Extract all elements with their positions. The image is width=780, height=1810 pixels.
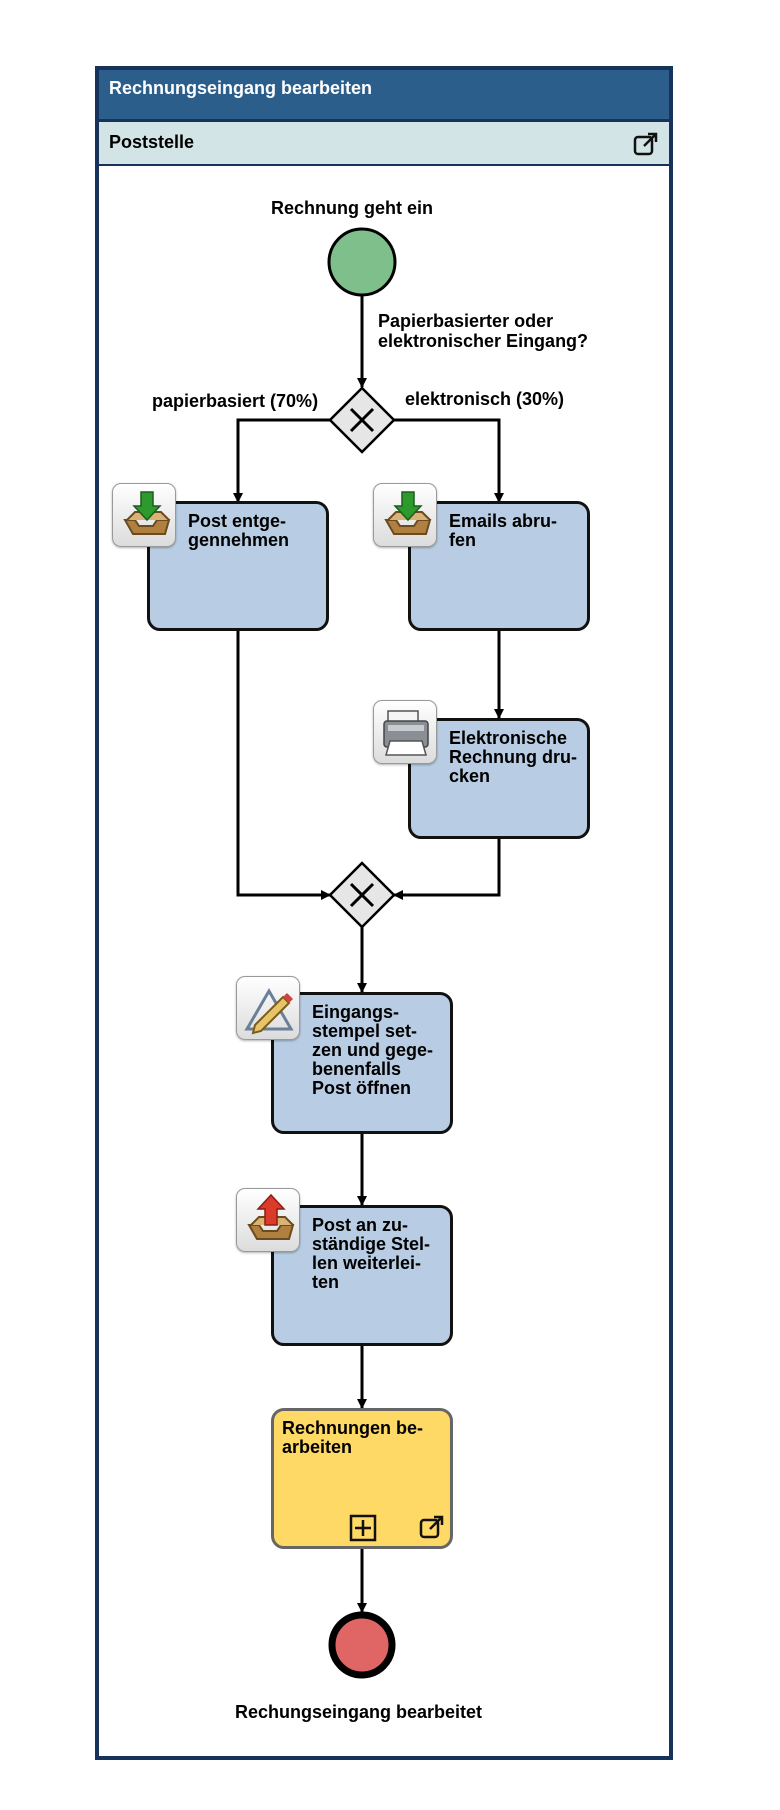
external-link-icon[interactable] (631, 129, 661, 159)
start-event[interactable] (327, 227, 397, 297)
inbox-upload-icon (236, 1188, 300, 1252)
flow-gateway-to-post (233, 418, 330, 503)
task-label: Emails abru- fen (449, 511, 558, 550)
task-post-weiterleiten[interactable]: Post an zu- ständige Stel- len weiterlei… (271, 1205, 453, 1346)
inbox-download-icon (373, 483, 437, 547)
end-event-label: Rechungseingang bearbeitet (235, 1702, 483, 1722)
pen-drawing-icon (236, 976, 300, 1040)
subprocess-rechnungen-bearbeiten[interactable]: Rechnungen be- arbeiten (271, 1408, 453, 1549)
expand-plus-icon[interactable] (349, 1514, 377, 1542)
task-emails-abrufen[interactable]: Emails abru- fen (408, 501, 590, 631)
task-label: Post an zu- ständige Stel- len weiterlei… (312, 1215, 431, 1292)
start-event-label: Rechnung geht ein (271, 198, 433, 218)
flow-gateway-to-emails (394, 418, 504, 503)
printer-icon (373, 700, 437, 764)
lane-title: Poststelle (109, 132, 195, 152)
gateway-question-label: Papierbasierter oder elektronischer Eing… (378, 311, 589, 351)
flow-post-to-merge (236, 630, 331, 900)
exclusive-gateway-merge[interactable] (328, 861, 396, 929)
task-label: Elektronische Rechnung dru- cken (449, 728, 577, 786)
exclusive-gateway-split[interactable] (328, 386, 396, 454)
task-label: Eingangs- stempel set- zen und gege- ben… (312, 1002, 433, 1098)
external-link-icon[interactable] (417, 1512, 447, 1542)
task-eingangsstempel[interactable]: Eingangs- stempel set- zen und gege- ben… (271, 992, 453, 1134)
end-event[interactable] (328, 1611, 396, 1679)
task-label: Post entge- gennehmen (188, 511, 290, 550)
branch-label-paper: papierbasiert (70%) (152, 391, 319, 411)
lane-header: Poststelle (99, 122, 669, 166)
task-rechnung-drucken[interactable]: Elektronische Rechnung dru- cken (408, 718, 590, 839)
inbox-download-icon (112, 483, 176, 547)
pool-title: Rechnungseingang bearbeiten (109, 78, 373, 98)
subprocess-label: Rechnungen be- arbeiten (282, 1418, 424, 1457)
flow-print-to-merge (393, 838, 501, 900)
branch-label-electronic: elektronisch (30%) (405, 389, 565, 409)
task-post-entgegennehmen[interactable]: Post entge- gennehmen (147, 501, 329, 631)
pool-header: Rechnungseingang bearbeiten (99, 70, 669, 122)
